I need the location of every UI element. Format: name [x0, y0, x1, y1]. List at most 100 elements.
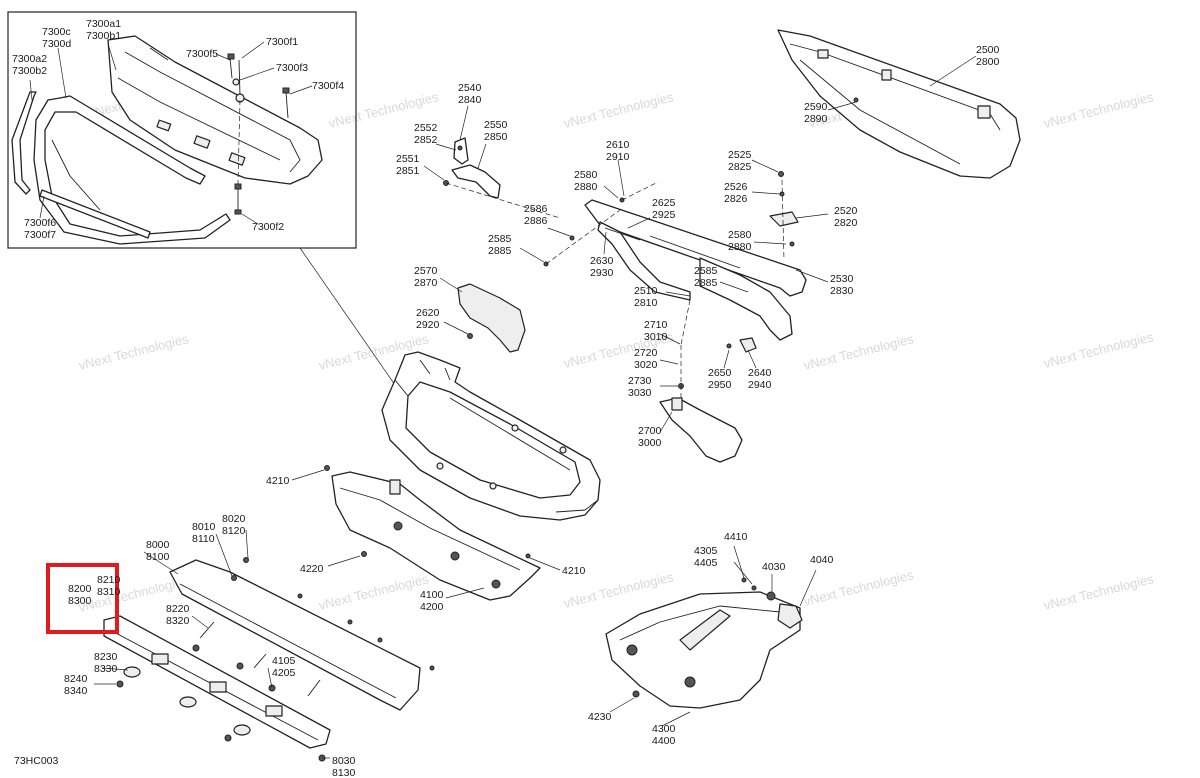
callout-7300f1: 7300f1 [266, 36, 298, 48]
inset-leader [299, 247, 396, 386]
leader-lines [29, 41, 977, 759]
clip-2640 [739, 337, 757, 353]
watermark: vNext Technologies [802, 331, 915, 373]
step-assembly-4300 [605, 577, 803, 709]
watermark: vNext Technologies [317, 571, 430, 613]
rocker-panel-4100 [324, 465, 541, 601]
rail-lower [39, 189, 151, 239]
step-brace [679, 609, 731, 651]
callout-4210b: 4210 [562, 565, 586, 577]
bolt-7300f4 [282, 87, 290, 119]
bolt-7300f2 [234, 183, 242, 215]
watermark: vNext Technologies [1042, 89, 1155, 131]
bolt-7300f5 [227, 53, 235, 79]
highlight-box-8200 [46, 563, 119, 634]
watermark: vNext Technologies [1042, 329, 1155, 371]
nut-7300f3 [232, 78, 240, 86]
watermark: vNext Technologies [1042, 571, 1155, 613]
hinge-plate-2520 [769, 211, 799, 227]
rocker-panel-body [331, 471, 541, 601]
rail-8000-panel [169, 559, 421, 711]
hinge-plate-2540 [453, 137, 469, 165]
side-panel-2500 [777, 29, 1021, 179]
rail-assembly-8000 [103, 557, 435, 762]
door-main-inner [405, 381, 581, 499]
main-door-assembly [381, 351, 601, 521]
watermark: vNext Technologies [562, 89, 675, 131]
inset-detail [7, 11, 396, 386]
bracket-2570 [457, 283, 526, 353]
callout-7300f2: 7300f2 [252, 221, 284, 233]
callout-4230: 4230 [588, 711, 612, 723]
tube-frame-2510 [584, 199, 807, 297]
side-panel-body [777, 29, 1021, 179]
watermark: vNext Technologies [802, 567, 915, 609]
callout-4220: 4220 [300, 563, 324, 575]
hinge-bracket-group [443, 137, 807, 463]
callout-7300f4: 7300f4 [312, 80, 344, 92]
inset-frame [7, 11, 357, 249]
watermark: vNext Technologies [77, 331, 190, 373]
hinge-strap-2550 [451, 164, 501, 199]
callout-4210a: 4210 [266, 475, 290, 487]
callout-4030: 4030 [762, 561, 786, 573]
diagram-code: 73HC003 [14, 755, 59, 767]
door-tube-frame [33, 95, 231, 245]
rail-upper [11, 91, 37, 195]
callout-4410: 4410 [724, 531, 748, 543]
bracket-4040 [777, 603, 803, 629]
step-plate-4300 [605, 591, 801, 709]
callout-7300f3: 7300f3 [276, 62, 308, 74]
bracket-2700 [659, 397, 743, 463]
callout-4040: 4040 [810, 554, 834, 566]
callout-7300f5: 7300f5 [186, 48, 218, 60]
tube-loop-2510b [699, 257, 793, 341]
